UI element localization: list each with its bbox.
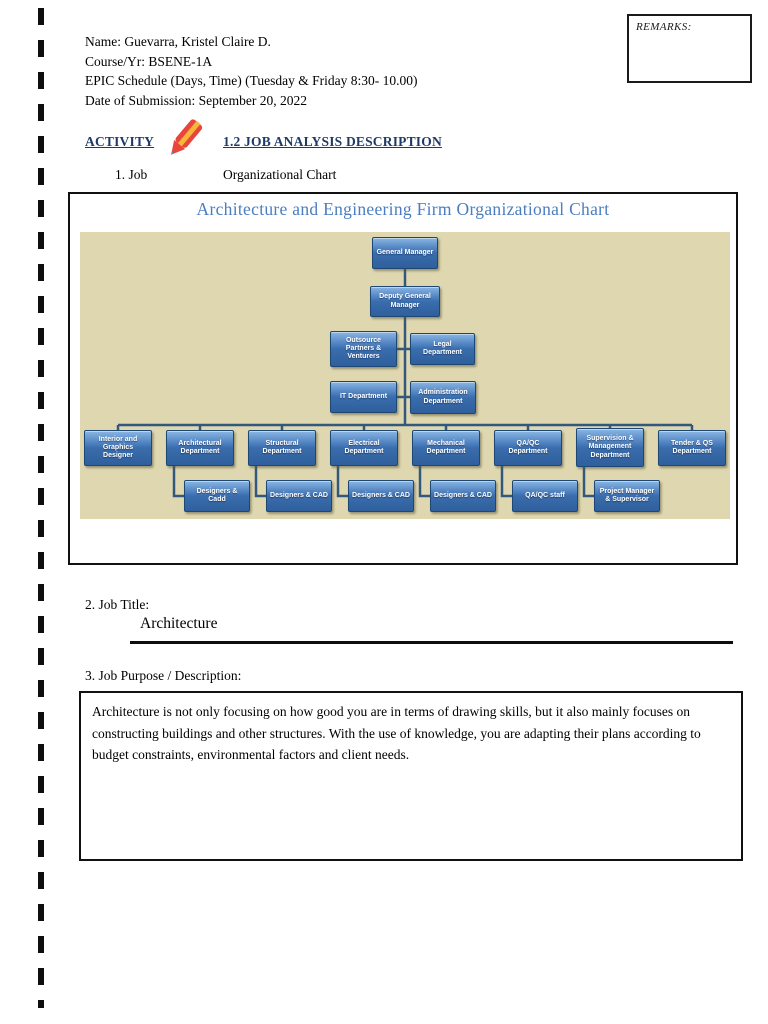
org-node-project-manager-supervisor: Project Manager & Supervisor — [594, 480, 660, 512]
org-node-designers-cadd: Designers & Cadd — [184, 480, 250, 512]
pencil-icon — [171, 119, 203, 155]
org-node-administration-department: Administration Department — [410, 381, 476, 414]
org-node-designers-cad-structural: Designers & CAD — [266, 480, 332, 512]
job-purpose-text: Architecture is not only focusing on how… — [92, 704, 701, 762]
student-info-block: Name: Guevarra, Kristel Claire D. Course… — [85, 32, 418, 110]
job-title-underline — [130, 641, 733, 644]
student-name-line: Name: Guevarra, Kristel Claire D. — [85, 34, 271, 49]
activity-heading: ACTIVITY — [85, 134, 155, 149]
org-chart-frame: Architecture and Engineering Firm Organi… — [68, 192, 738, 565]
org-node-electrical-department: Electrical Department — [330, 430, 398, 466]
job-item-label: 1. Job — [115, 167, 148, 182]
submission-date-line: Date of Submission: September 20, 2022 — [85, 92, 307, 108]
org-node-qaqc-department: QA/QC Department — [494, 430, 562, 466]
remarks-label: REMARKS: — [636, 21, 692, 33]
org-node-mechanical-department: Mechanical Department — [412, 430, 480, 466]
course-year-line: Course/Yr: BSENE-1A — [85, 53, 213, 69]
epic-schedule-line: EPIC Schedule (Days, Time) (Tuesday & Fr… — [85, 73, 418, 88]
org-node-designers-cad-mechanical: Designers & CAD — [430, 480, 496, 512]
org-chart-title: Architecture and Engineering Firm Organi… — [196, 199, 610, 219]
job-item-value: Organizational Chart — [223, 167, 337, 182]
org-node-designers-cad-electrical: Designers & CAD — [348, 480, 414, 512]
job-purpose-label: 3. Job Purpose / Description: — [85, 668, 242, 683]
left-dashed-margin-line — [38, 8, 44, 1008]
org-node-legal-department: Legal Department — [410, 333, 475, 365]
org-node-it-department: IT Department — [330, 381, 397, 413]
org-node-supervision-management-department: Supervision & Management Department — [576, 428, 644, 467]
org-node-architectural-department: Architectural Department — [166, 430, 234, 466]
job-title-value: Architecture — [140, 615, 218, 632]
org-chart-connectors — [116, 269, 694, 498]
org-node-qaqc-staff: QA/QC staff — [512, 480, 578, 512]
org-node-deputy-general-manager: Deputy General Manager — [370, 286, 440, 317]
org-node-tender-qs-department: Tender & QS Department — [658, 430, 726, 466]
org-chart-canvas: General Manager Deputy General Manager O… — [80, 232, 730, 519]
org-node-general-manager: General Manager — [372, 237, 438, 269]
remarks-box: REMARKS: — [627, 14, 752, 83]
org-node-outsource-partners: Outsource Partners & Venturers — [330, 331, 397, 367]
org-node-structural-department: Structural Department — [248, 430, 316, 466]
job-purpose-box: Architecture is not only focusing on how… — [79, 691, 743, 861]
activity-title: 1.2 JOB ANALYSIS DESCRIPTION — [223, 134, 442, 149]
org-node-interior-graphics-designer: Interior and Graphics Designer — [84, 430, 152, 466]
job-title-label: 2. Job Title: — [85, 597, 150, 612]
